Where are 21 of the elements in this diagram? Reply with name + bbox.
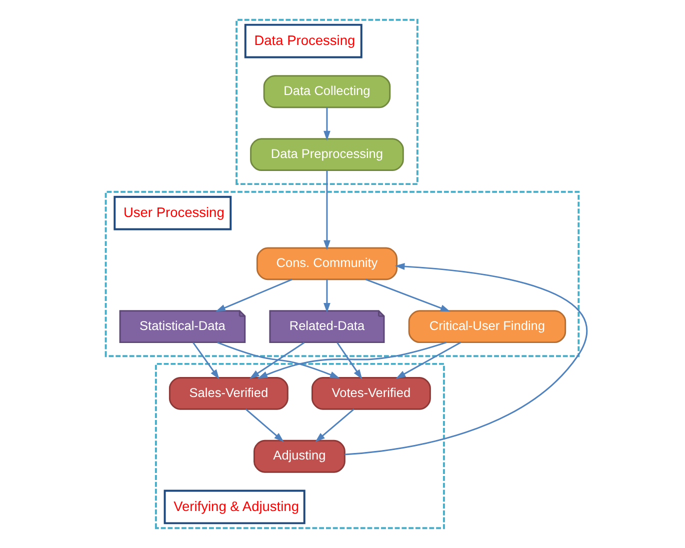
arrow [192,342,220,380]
arrow [245,408,284,442]
arrow [216,278,292,312]
node-box: Data Collecting [263,75,391,108]
arrow [258,342,446,378]
arrow [249,342,305,379]
arrow [366,278,450,312]
arrow [324,107,330,141]
arrow [396,342,461,379]
node-box: Cons. Community [256,247,398,280]
arrow [217,342,340,378]
arrow [324,279,330,313]
arrow [324,170,330,250]
node-box: Votes-Verified [312,376,431,410]
node-box: Critical-User Finding [408,310,566,344]
arrow [315,408,354,442]
arrow [344,263,588,456]
arrow [336,342,362,380]
node-box: Sales-Verified [168,376,288,410]
node-box: Data Preprocessing [250,138,404,172]
node-box: Adjusting [254,440,346,473]
